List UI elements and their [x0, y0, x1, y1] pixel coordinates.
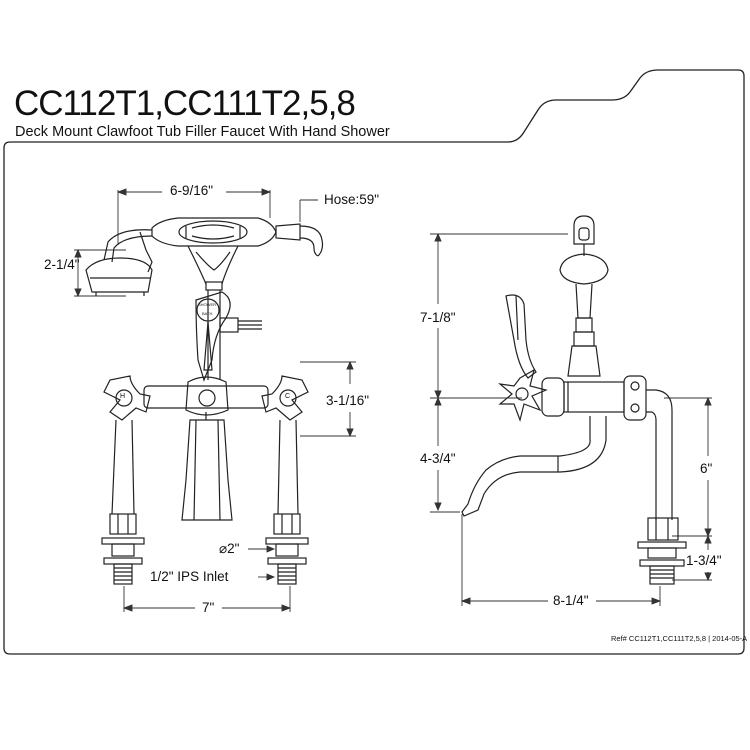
dim-deck-height: 1-3/4" [686, 553, 722, 568]
shower-cradle-front [187, 245, 262, 382]
dim-spout-height: 4-3/4" [420, 451, 456, 466]
hand-shower-side [505, 215, 609, 379]
right-shank-front [265, 513, 309, 585]
dim-upper-height: 7-1/8" [420, 310, 456, 325]
dim-handshower-height: 2-1/4" [44, 257, 80, 272]
side-dimension-lines [430, 232, 712, 606]
frame-outline [3, 69, 745, 655]
diverter-label-bath: BATH [202, 311, 213, 316]
front-dimension-lines [74, 188, 356, 612]
product-description: Deck Mount Clawfoot Tub Filler Faucet Wi… [15, 124, 390, 140]
dim-riser-height: 6" [700, 461, 713, 476]
reference-number: Ref# CC112T1,CC111T2,5,8 | 2014-05-A [611, 634, 748, 643]
left-shank-front [101, 513, 145, 585]
shank-side [637, 517, 687, 585]
diverter-label-shower: SHOWER [198, 302, 216, 307]
dim-handshower-width: 6-9/16" [170, 183, 214, 198]
dim-flange-diameter: ⌀2" [219, 541, 240, 556]
dim-spout-reach: 8-1/4" [553, 593, 589, 608]
dim-ips-inlet: 1/2" IPS Inlet [150, 569, 229, 584]
model-numbers: CC112T1,CC111T2,5,8 [14, 84, 356, 123]
hand-shower-front [85, 217, 324, 296]
handle-cold-letter: C [285, 393, 291, 400]
handle-hot-letter: H [120, 393, 126, 400]
dim-center-spread: 7" [202, 600, 215, 615]
dim-handle-height: 3-1/16" [326, 393, 370, 408]
faucet-body-front [103, 375, 309, 521]
dim-hose-length: Hose:59" [324, 192, 380, 207]
faucet-body-side [461, 368, 673, 520]
